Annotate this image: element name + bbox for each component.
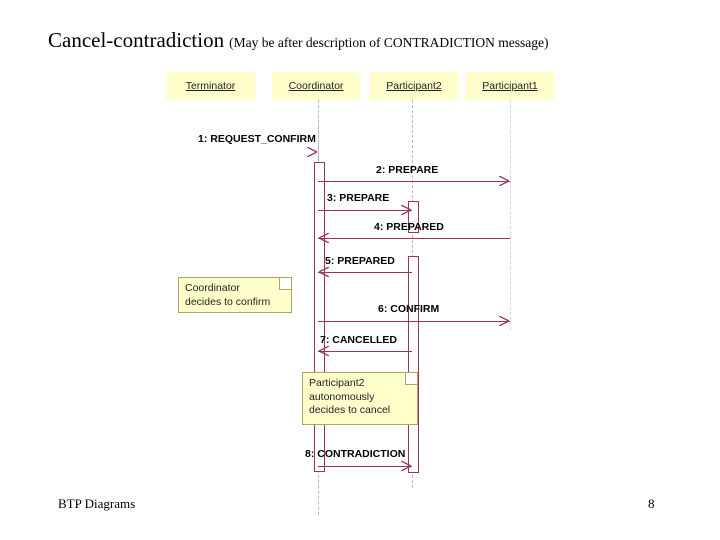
note-text-line: Coordinator [185, 282, 240, 294]
message-line-5 [318, 272, 412, 273]
message-label-5: 5: PREPARED [325, 255, 395, 267]
slide-title: Cancel-contradiction (May be after descri… [48, 28, 672, 54]
message-line-7 [318, 351, 412, 352]
message-label-2: 2: PREPARE [376, 164, 439, 176]
footer-title: BTP Diagrams [58, 496, 136, 511]
lifeline-label: Terminator [185, 80, 236, 92]
lifeline-head-terminator[interactable]: Terminator [166, 72, 255, 100]
lifeline-label: Participant1 [482, 80, 538, 92]
message-arrowhead-5 [319, 267, 329, 277]
lifeline-axis-participant1 [510, 100, 511, 330]
lifeline-label: Participant2 [386, 80, 442, 92]
lifeline-label: Coordinator [288, 80, 344, 92]
message-arrowhead-3 [401, 205, 411, 215]
note-text-line: decides to confirm [185, 295, 271, 308]
message-arrowhead-2 [499, 176, 509, 186]
note-text-line: Participant2 [309, 377, 365, 389]
message-label-6: 6: CONFIRM [378, 303, 440, 315]
note-text-line: autonomously [309, 390, 375, 403]
title-main-text: Cancel-contradiction [48, 28, 225, 52]
message-line-2 [318, 181, 510, 182]
message-arrowhead-6 [499, 316, 509, 326]
message-arrowhead-1 [307, 147, 317, 157]
lifeline-axis-tail [318, 470, 319, 515]
title-subtitle-text: (May be after description of CONTRADICTI… [229, 35, 549, 50]
lifeline-head-participant1[interactable]: Participant1 [466, 72, 554, 100]
note-fold-corner-icon [279, 278, 291, 290]
message-label-4: 4: PREPARED [374, 221, 444, 233]
activation-bar-participant2 [408, 201, 419, 233]
message-label-7: 7: CANCELLED [320, 334, 398, 346]
message-line-3 [318, 210, 412, 211]
page-number: 8 [648, 496, 655, 511]
message-arrowhead-4 [319, 233, 329, 243]
note-fold-corner-icon [405, 373, 417, 385]
activation-bar-participant2 [408, 256, 419, 473]
message-line-4 [318, 238, 510, 239]
note-text-line: decides to cancel [309, 404, 391, 416]
message-line-8 [318, 466, 412, 467]
activation-bar-coordinator [314, 162, 325, 472]
message-line-6 [318, 321, 510, 322]
lifeline-head-coordinator[interactable]: Coordinator [272, 72, 360, 100]
message-arrowhead-8 [401, 461, 411, 471]
message-label-8: 8: CONTRADICTION [305, 448, 406, 460]
lifeline-head-participant2[interactable]: Participant2 [370, 72, 458, 100]
message-label-1: 1: REQUEST_CONFIRM [198, 133, 316, 145]
message-label-3: 3: PREPARE [327, 192, 390, 204]
message-arrowhead-7 [319, 346, 329, 356]
